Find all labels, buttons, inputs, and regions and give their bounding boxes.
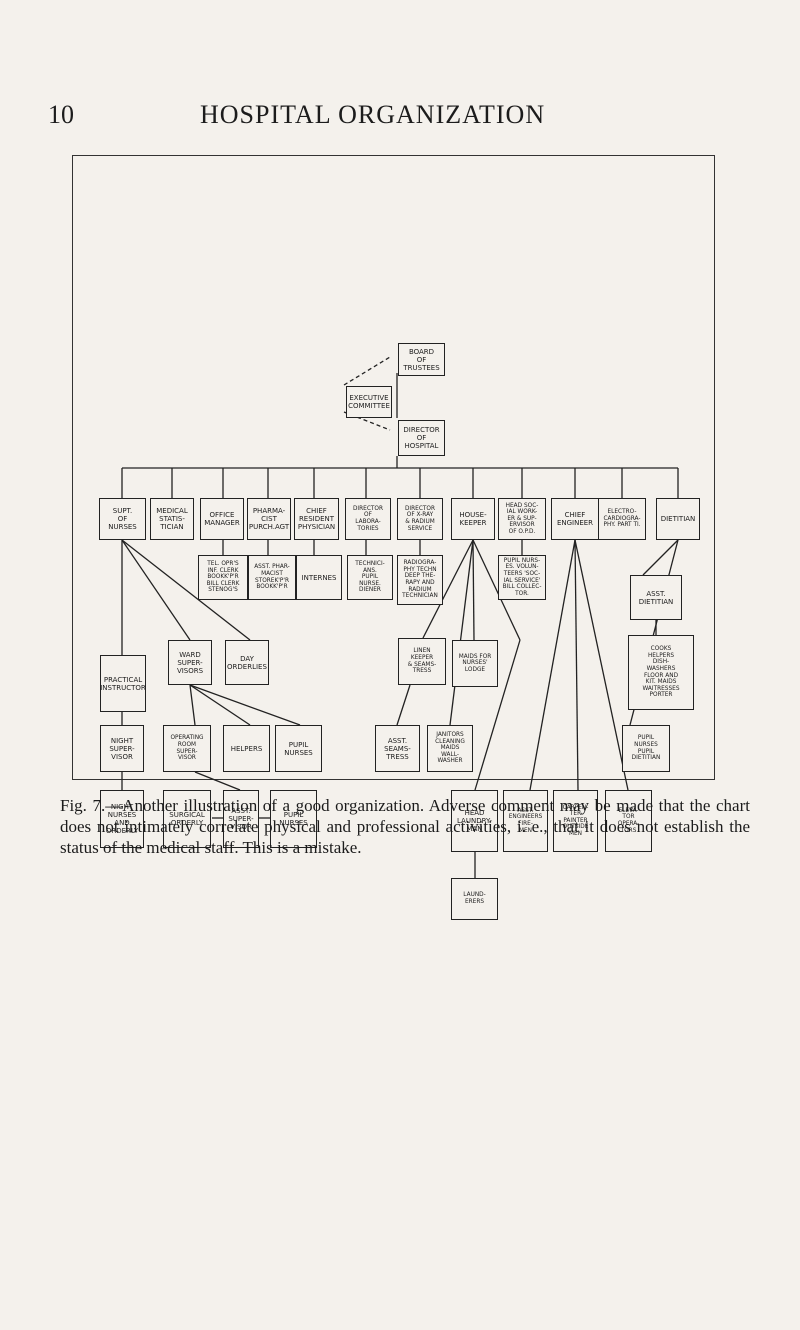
social-service-box: PUPIL NURS- ES. VOLUN- TEERS 'SOC- IAL S… <box>498 555 546 600</box>
launderers-box: LAUND- ERERS <box>451 878 498 920</box>
kitchen-staff-box: COOKS HELPERS DISH- WASHERS FLOOR AND KI… <box>628 635 694 710</box>
lab-technicians-box: TECHNICI- ANS. PUPIL NURSE. DIENER <box>347 555 393 600</box>
dietitian-box: DIETITIAN <box>656 498 700 540</box>
linen-keeper-box: LINEN KEEPER & SEAMS- TRESS <box>398 638 446 685</box>
executive-committee-box: EXECUTIVE COMMITTEE <box>346 386 392 418</box>
asst-pharmacist-box: ASST. PHAR- MACIST STOREK'P'R BOOKK'P'R <box>248 555 296 600</box>
internes-box: INTERNES <box>296 555 342 600</box>
office-staff-box: TEL. OPR'S INF. CLERK BOOKK'P'R BILL CLE… <box>198 555 248 600</box>
radiographers-box: RADIOGRA- PHY TECHN DEEP THE- RAPY AND R… <box>397 555 443 605</box>
electrocardiography-box: ELECTRO- CARDIOGRA- PHY. PART TI. <box>598 498 646 540</box>
chief-engineer-box: CHIEF ENGINEER <box>551 498 599 540</box>
director-of-hospital-box: DIRECTOR OF HOSPITAL <box>398 420 445 456</box>
practical-instructor-box: PRACTICAL INSTRUCTOR <box>100 655 146 712</box>
chart-frame <box>72 155 715 780</box>
maids-nurses-lodge-box: MAIDS FOR NURSES' LODGE <box>452 640 498 687</box>
head-social-worker-box: HEAD SOC- IAL WORK- ER & SUP- ERVISOR OF… <box>498 498 546 540</box>
figure-caption: Fig. 7.—Another illustration of a good o… <box>60 796 750 857</box>
page-header: HOSPITAL ORGANIZATION <box>200 100 546 129</box>
director-laboratories-box: DIRECTOR OF LABORA- TORIES <box>345 498 391 540</box>
night-supervisor-box: NIGHT SUPER- VISOR <box>100 725 144 772</box>
board-of-trustees-box: BOARD OF TRUSTEES <box>398 343 445 376</box>
asst-supervisor-box: ASST. SUPER- VISOR <box>223 790 259 848</box>
pharmacist-box: PHARMA- CIST PURCH.AGT <box>247 498 291 540</box>
asst-dietitian-box: ASST. DIETITIAN <box>630 575 682 620</box>
page-number: 10 <box>48 100 74 129</box>
head-laundryman-box: HEAD LAUNDRY- MAN <box>451 790 498 852</box>
pupil-nurses-or-box: PUPIL NURSES <box>270 790 317 848</box>
medical-statistician-box: MEDICAL STATIS- TICIAN <box>150 498 194 540</box>
pupil-nurses-dietitian-box: PUPIL NURSES PUPIL DIETITIAN <box>622 725 670 772</box>
janitors-box: JANITORS CLEANING MAIDS WALL- WASHER <box>427 725 473 772</box>
helpers-box: HELPERS <box>223 725 270 772</box>
pupil-nurses-ward-box: PUPIL NURSES <box>275 725 322 772</box>
surgical-orderly-box: SURGICAL ORDERLY <box>163 790 211 848</box>
asst-seamstress-box: ASST. SEAMS- TRESS <box>375 725 420 772</box>
ward-supervisors-box: WARD SUPER- VISORS <box>168 640 212 685</box>
office-manager-box: OFFICE MANAGER <box>200 498 244 540</box>
chief-resident-box: CHIEF RESIDENT PHYSICIAN <box>294 498 339 540</box>
carpenter-box: CARPEN- TER PAINTER OUTSIDE MEN <box>553 790 598 852</box>
elevator-operators-box: ELEVA- TOR OPERA- TORS <box>605 790 652 852</box>
night-nurses-box: NIGHT NURSES AND ORDERLY <box>100 790 144 848</box>
director-xray-box: DIRECTOR OF X-RAY & RADIUM SERVICE <box>397 498 443 540</box>
supt-of-nurses-box: SUPT. OF NURSES <box>99 498 146 540</box>
or-supervisor-box: OPERATING ROOM SUPER- VISOR <box>163 725 211 772</box>
housekeeper-box: HOUSE- KEEPER <box>451 498 495 540</box>
day-orderlies-box: DAY ORDERLIES <box>225 640 269 685</box>
asst-engineers-box: ASST. ENGINEERS FIRE- MEN <box>503 790 548 852</box>
